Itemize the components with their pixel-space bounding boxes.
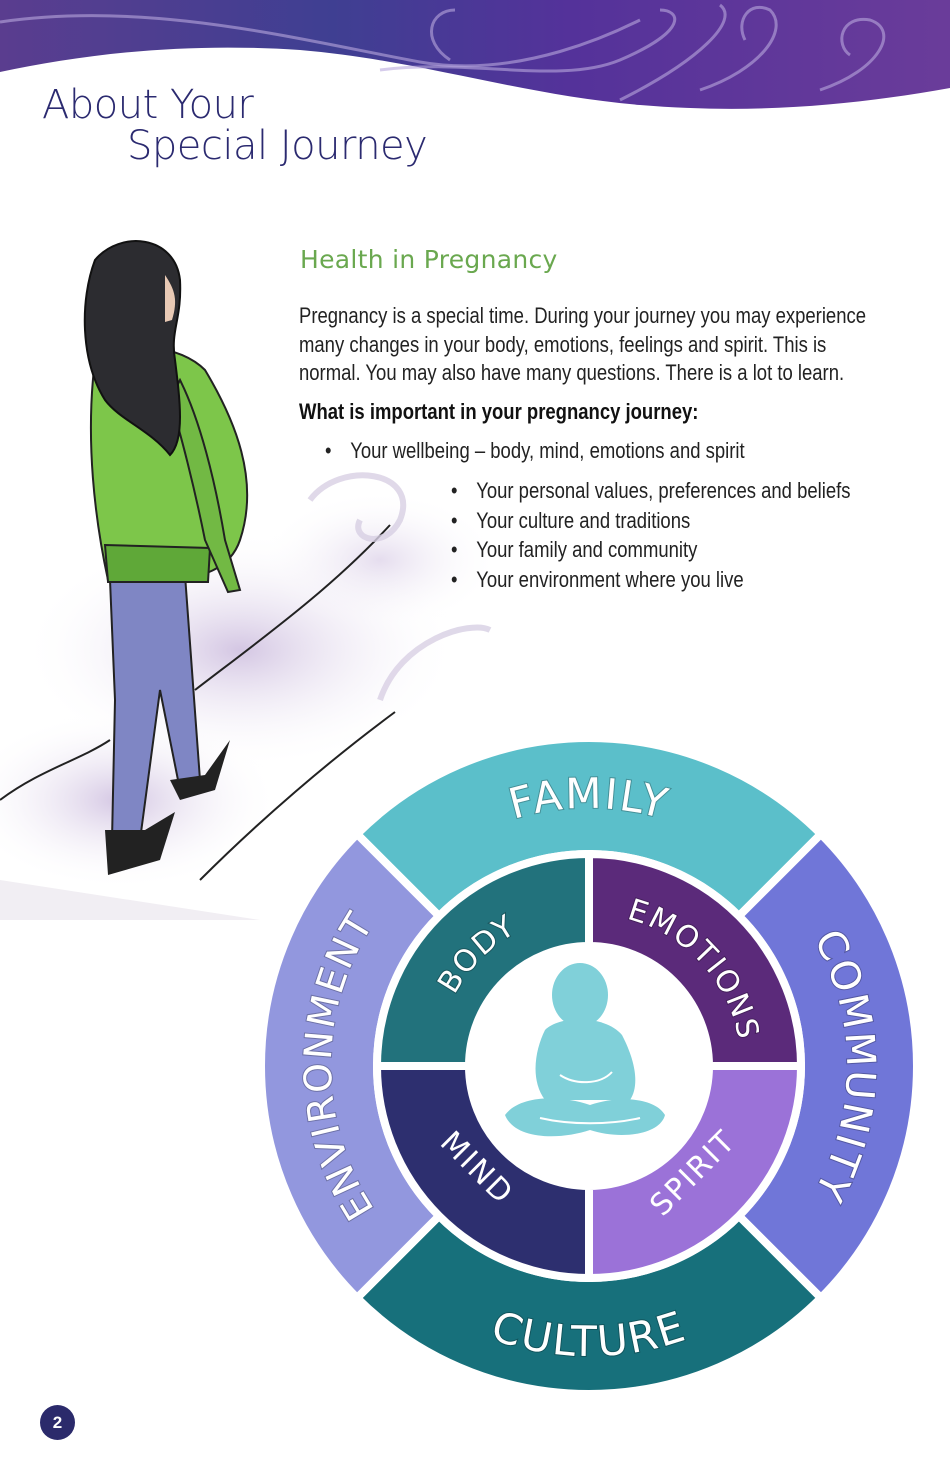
header-banner [0,0,950,109]
list-item: Your culture and traditions [451,506,850,536]
page-number: 2 [40,1405,75,1440]
intro-paragraph: Pregnancy is a special time. During your… [299,303,866,385]
section-heading: Health in Pregnancy [300,245,558,274]
bullet-list-primary: Your wellbeing – body, mind, emotions an… [325,438,745,464]
seated-pregnant-figure-icon [505,963,665,1137]
list-item: Your environment where you live [451,565,850,595]
list-item: Your wellbeing – body, mind, emotions an… [325,438,745,464]
list-item: Your personal values, preferences and be… [451,476,850,506]
pregnant-woman-illustration [0,240,500,920]
page-title-line2: Special Journey [127,123,428,169]
list-item: Your family and community [451,535,850,565]
bullet-list-secondary: Your personal values, preferences and be… [451,476,850,594]
page-title-line1: About Your [42,82,254,128]
important-question: What is important in your pregnancy jour… [299,399,699,424]
